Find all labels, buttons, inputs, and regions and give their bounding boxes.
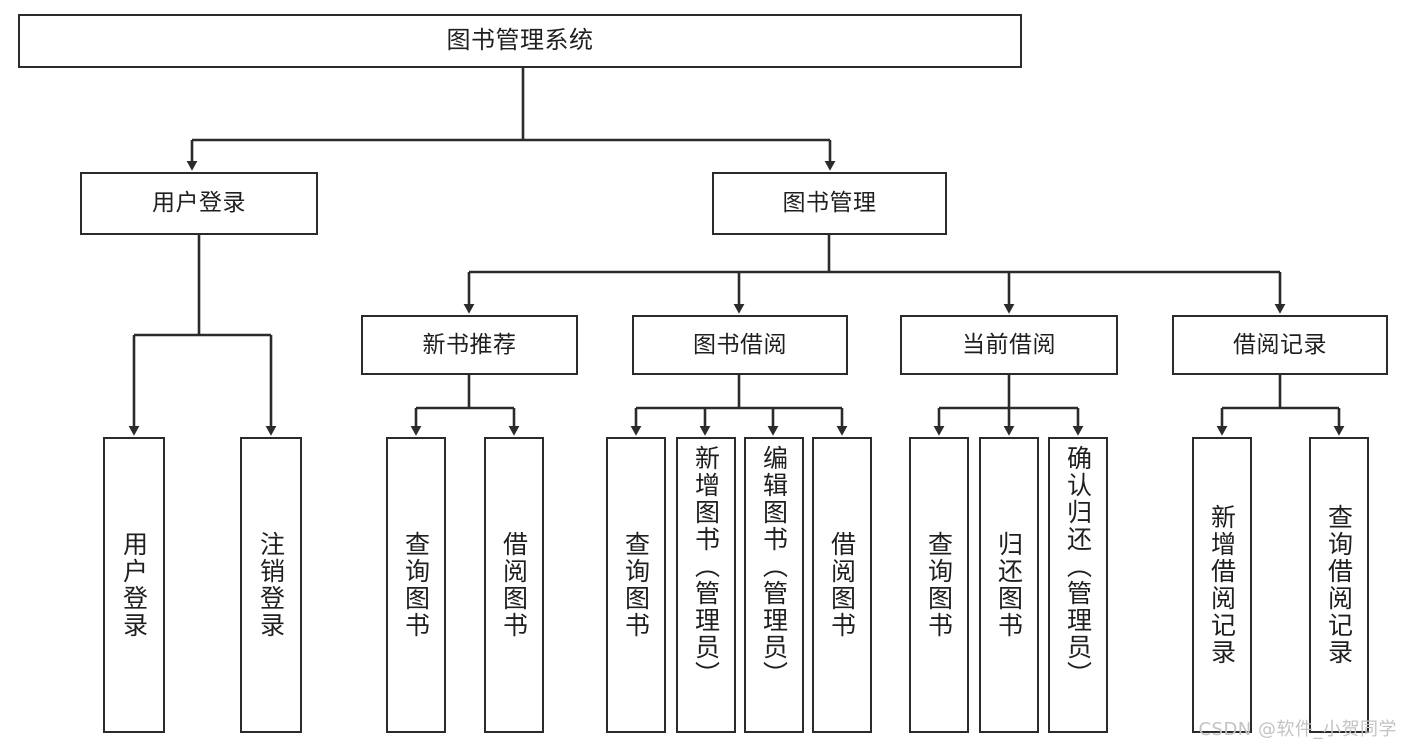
leaf-new-book-query[interactable]: 查询图书 xyxy=(386,437,446,733)
node-label: 新增图书（管理员） xyxy=(691,445,721,688)
leaf-borrow-borrow-book[interactable]: 借阅图书 xyxy=(812,437,872,733)
node-label: 编辑图书（管理员） xyxy=(759,445,789,688)
leaf-record-query-record[interactable]: 查询借阅记录 xyxy=(1309,437,1369,733)
node-label: 当前借阅 xyxy=(962,331,1056,358)
node-book-borrow[interactable]: 图书借阅 xyxy=(632,315,848,375)
node-label: 图书管理系统 xyxy=(446,26,594,55)
leaf-current-query-book[interactable]: 查询图书 xyxy=(909,437,969,733)
node-label: 图书管理 xyxy=(782,190,877,217)
node-new-book-recommend[interactable]: 新书推荐 xyxy=(361,315,578,375)
node-label: 查询借阅记录 xyxy=(1324,504,1354,666)
watermark-text: CSDN @软件_小贺同学 xyxy=(1198,719,1397,740)
node-book-management[interactable]: 图书管理 xyxy=(712,172,947,235)
leaf-current-confirm-return-admin[interactable]: 确认归还（管理员） xyxy=(1048,437,1108,733)
leaf-user-login-signin[interactable]: 用户登录 xyxy=(103,437,165,733)
node-label: 用户登录 xyxy=(119,531,149,639)
leaf-borrow-query-book[interactable]: 查询图书 xyxy=(606,437,666,733)
node-root-book-management-system[interactable]: 图书管理系统 xyxy=(18,14,1022,68)
node-label: 归还图书 xyxy=(994,531,1024,639)
node-current-borrow[interactable]: 当前借阅 xyxy=(900,315,1118,375)
leaf-borrow-add-book-admin[interactable]: 新增图书（管理员） xyxy=(676,437,736,733)
node-user-login[interactable]: 用户登录 xyxy=(80,172,318,235)
leaf-borrow-edit-book-admin[interactable]: 编辑图书（管理员） xyxy=(744,437,804,733)
node-label: 用户登录 xyxy=(152,190,246,217)
node-borrow-record[interactable]: 借阅记录 xyxy=(1172,315,1388,375)
node-label: 新书推荐 xyxy=(422,331,517,358)
node-label: 查询图书 xyxy=(401,531,431,639)
leaf-record-add-record[interactable]: 新增借阅记录 xyxy=(1192,437,1252,733)
node-label: 确认归还（管理员） xyxy=(1063,445,1093,688)
node-label: 注销登录 xyxy=(256,531,286,639)
node-label: 借阅图书 xyxy=(499,531,529,639)
node-label: 新增借阅记录 xyxy=(1207,504,1237,666)
leaf-current-return-book[interactable]: 归还图书 xyxy=(979,437,1039,733)
leaf-user-login-logout[interactable]: 注销登录 xyxy=(240,437,302,733)
node-label: 借阅图书 xyxy=(827,531,857,639)
node-label: 查询图书 xyxy=(621,531,651,639)
node-label: 图书借阅 xyxy=(693,331,787,358)
leaf-new-book-borrow[interactable]: 借阅图书 xyxy=(484,437,544,733)
node-label: 查询图书 xyxy=(924,531,954,639)
node-label: 借阅记录 xyxy=(1233,331,1327,358)
